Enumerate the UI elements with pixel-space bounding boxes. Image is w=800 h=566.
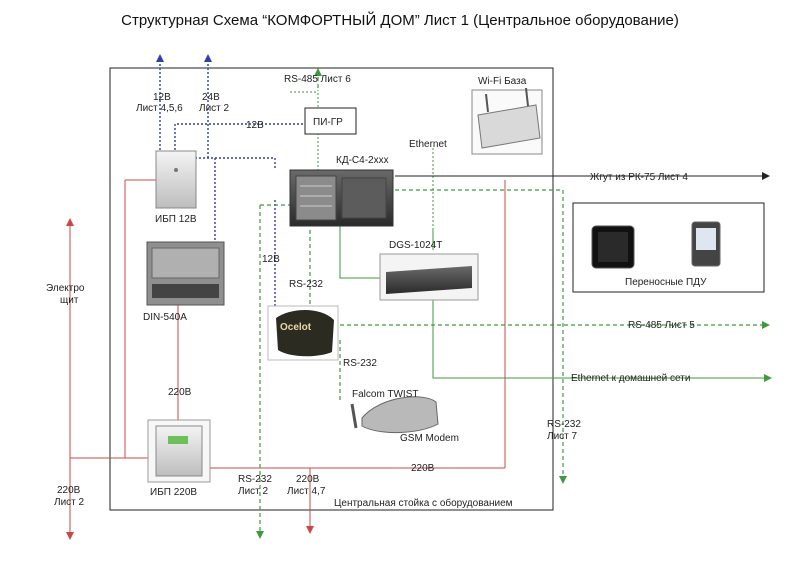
pigr-box [304, 107, 357, 135]
label-bot-220-1: 220В [296, 474, 320, 485]
kd-device [289, 169, 394, 227]
label-rack: Центральная стойка с оборудованием [334, 497, 513, 509]
label-kd: КД-С4-2ххх [336, 155, 389, 166]
label-top-24v-2: Лист 2 [199, 103, 230, 114]
rack-frame [109, 67, 554, 511]
label-left-220-2: Лист 2 [54, 497, 85, 508]
label-top-12v-1: 12В [153, 92, 171, 103]
label-pdu: Переносные ПДУ [625, 277, 707, 288]
label-ups220: ИБП 220В [150, 487, 197, 498]
label-dgs: DGS-1024T [389, 240, 442, 251]
ups12-device [155, 150, 197, 209]
label-rs485-top: RS-485 Лист 6 [284, 74, 351, 85]
ups220-device [147, 419, 211, 483]
din-device [146, 241, 225, 306]
label-bot-rs232-1: RS-232 [238, 474, 272, 485]
label-eth-home: Ethernet к домашней сети [571, 373, 690, 384]
diagram-title: Структурная Схема “КОМФОРТНЫЙ ДОМ” Лист … [121, 12, 679, 29]
label-pigr: ПИ-ГР [313, 117, 343, 128]
label-12v-vert: 12В [262, 254, 280, 265]
label-ups12: ИБП 12В [155, 214, 197, 225]
label-gsm: GSM Modem [400, 433, 459, 444]
label-left-220-1: 220В [57, 485, 81, 496]
label-220v-mid: 220В [168, 387, 192, 398]
label-rs232-right-2: Лист 7 [547, 431, 578, 442]
pdu-group [572, 202, 765, 293]
label-bot-rs232-2: Лист 2 [238, 486, 269, 497]
label-bot-220-2: Лист 4,7 [287, 486, 326, 497]
network-dashed [256, 189, 770, 539]
label-din: DIN-540A [143, 312, 187, 323]
label-mid-12v: 12В [246, 120, 264, 131]
label-gsm-brand: Falcom TWIST [352, 389, 418, 400]
label-wifi: Wi-Fi База [478, 76, 527, 87]
label-top-12v-2: Лист 4,5,6 [136, 103, 183, 114]
label-ocelot: Ocelot [280, 322, 312, 333]
label-rs485-right: RS-485 Лист 5 [628, 320, 695, 331]
label-shield-1: Электро [46, 283, 85, 294]
label-220v-bottom: 220В [411, 463, 435, 474]
label-harness: Жгут из РК-75 Лист 4 [590, 172, 688, 183]
label-shield-2: щит [60, 295, 79, 306]
label-rs232-b: RS-232 [343, 358, 377, 369]
label-rs232-a: RS-232 [289, 279, 323, 290]
dgs-device [379, 253, 479, 301]
wifi-base [471, 87, 543, 155]
label-top-24v-1: 24В [202, 92, 220, 103]
ocelot-device [267, 305, 339, 361]
power-lines [66, 179, 506, 540]
gsm-device [350, 390, 440, 438]
label-ethernet: Ethernet [409, 139, 447, 150]
label-rs232-right-1: RS-232 [547, 419, 581, 430]
